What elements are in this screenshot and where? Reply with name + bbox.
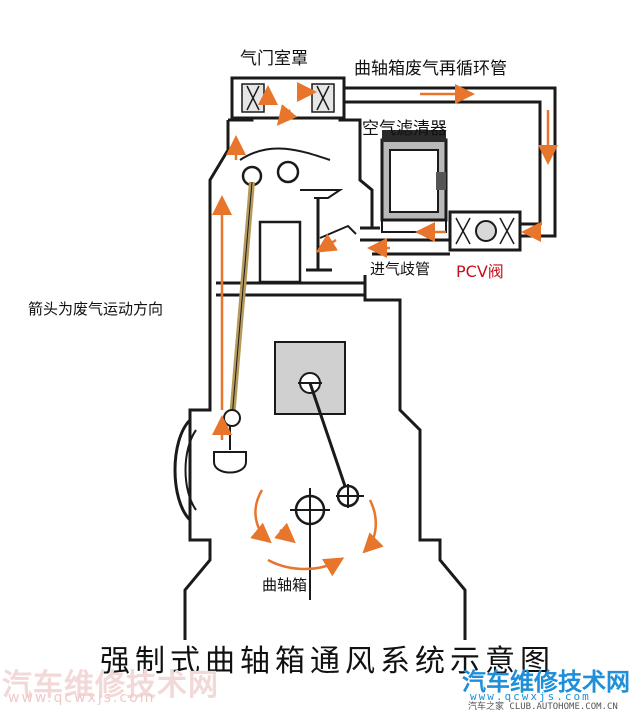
label-pcv-valve: PCV阀 — [456, 262, 504, 281]
diagram-title: 强制式曲轴箱通风系统示意图 — [100, 644, 555, 679]
watermark-right-url: www.qcwxjs.com — [470, 690, 591, 703]
watermark-right-sub: 汽车之家 CLUB.AUTOHOME.COM.CN — [468, 702, 618, 712]
label-valve-cover: 气门室罩 — [240, 49, 308, 69]
watermark-left-logo: 汽车维修技术网 — [2, 668, 219, 703]
rocker-pivot — [276, 160, 300, 184]
label-arrow-note: 箭头为废气运动方向 — [28, 300, 164, 318]
flow-arrows — [212, 82, 558, 577]
label-recirc-pipe: 曲轴箱废气再循环管 — [354, 59, 507, 79]
watermark-right-logo: 汽车维修技术网 — [462, 668, 630, 696]
label-air-cleaner: 空气滤清器 — [362, 119, 447, 139]
connecting-rod — [308, 382, 350, 496]
label-crankcase: 曲轴箱 — [262, 576, 308, 594]
watermark-left-url: www.qcwxjs.com — [8, 690, 156, 706]
label-intake-manifold: 进气歧管 — [370, 260, 431, 278]
engine-outline — [183, 100, 467, 640]
